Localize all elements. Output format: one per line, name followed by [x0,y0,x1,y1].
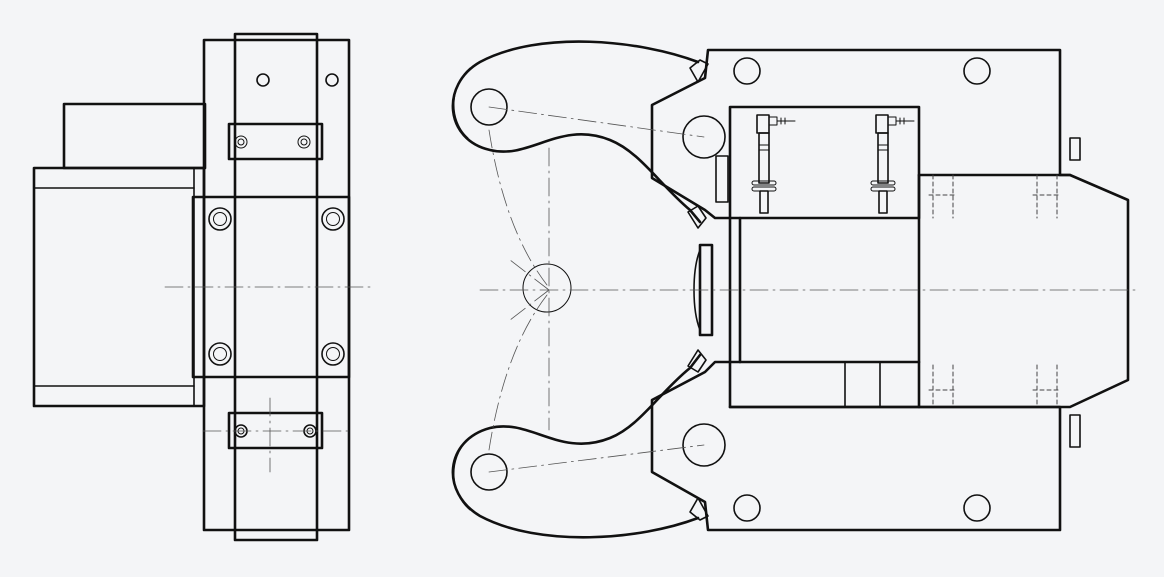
side-view [32,32,376,542]
pivot-pins [470,88,726,491]
front-centerlines [479,106,1141,473]
lower-housing [650,360,1062,532]
upper-housing [650,48,1130,409]
housing-holes [733,57,991,522]
socket-bolts [208,207,345,366]
front-view [451,40,1141,539]
side-inner-plate [233,32,319,542]
motor-cap [62,102,207,170]
proximity-sensor-left [751,114,796,214]
lower-jaw [451,353,702,539]
side-main-plate [202,38,351,532]
proximity-sensor-right [870,114,915,214]
sensor-window [728,105,921,220]
workpiece-circle [522,263,572,313]
upper-jaw [451,40,702,224]
hidden-bolts [928,174,1062,408]
lower-bracket [227,411,324,450]
upper-bracket [227,122,324,161]
